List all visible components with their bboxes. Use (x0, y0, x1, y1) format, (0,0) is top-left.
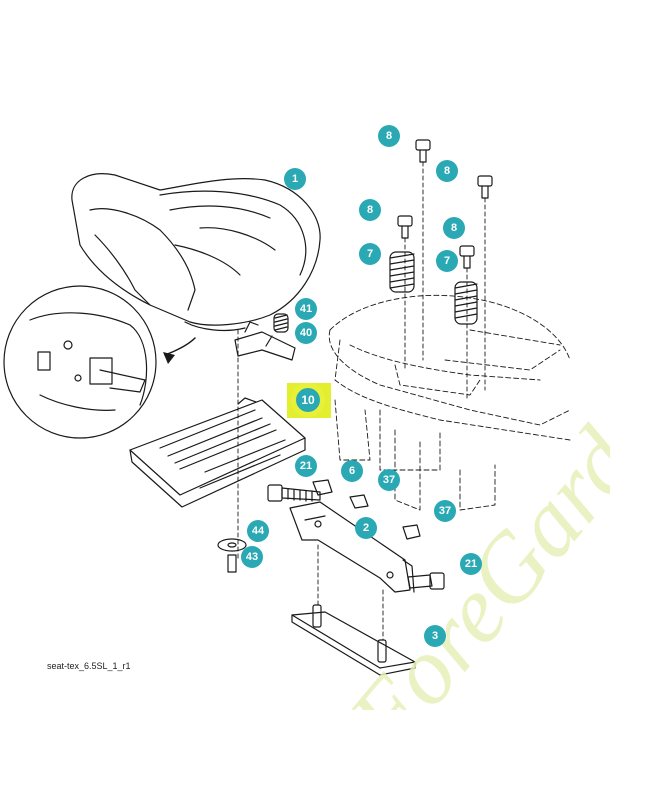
nut-37-b (402, 524, 421, 540)
bracket-2 (289, 501, 415, 593)
detail-inset (3, 285, 157, 439)
washer-44 (217, 538, 247, 552)
tractor-frame (328, 294, 571, 511)
seat-plate (129, 397, 306, 508)
callout-7b[interactable]: 7 (436, 250, 458, 272)
diagram-caption: seat-tex_6.5SL_1_r1 (47, 661, 131, 671)
callout-1[interactable]: 1 (284, 168, 306, 190)
spring-7-b (454, 281, 478, 325)
callout-8b[interactable]: 8 (436, 160, 458, 182)
callout-37a[interactable]: 37 (378, 469, 400, 491)
nut-37-a (349, 494, 369, 509)
callout-8c[interactable]: 8 (359, 199, 381, 221)
bolt-21-right (407, 572, 445, 590)
bolt-21-left (267, 484, 321, 502)
bolt-43 (227, 554, 237, 573)
callout-8d[interactable]: 8 (443, 217, 465, 239)
latch-bracket (234, 321, 296, 361)
spring-7-a (389, 251, 415, 293)
callout-7a[interactable]: 7 (359, 243, 381, 265)
callout-41[interactable]: 41 (295, 298, 317, 320)
callout-21b[interactable]: 21 (460, 553, 482, 575)
spring-41 (273, 313, 289, 333)
nut-6 (312, 479, 333, 496)
callout-2[interactable]: 2 (355, 517, 377, 539)
callout-44[interactable]: 44 (247, 520, 269, 542)
seat-cushion (71, 173, 321, 332)
callout-6[interactable]: 6 (341, 460, 363, 482)
callout-40[interactable]: 40 (295, 322, 317, 344)
callout-21a[interactable]: 21 (295, 455, 317, 477)
callout-10[interactable]: 10 (296, 388, 320, 412)
callout-3[interactable]: 3 (424, 625, 446, 647)
callout-43[interactable]: 43 (241, 546, 263, 568)
plate-3 (291, 604, 416, 676)
callout-8a[interactable]: 8 (378, 125, 400, 147)
callout-37b[interactable]: 37 (434, 500, 456, 522)
